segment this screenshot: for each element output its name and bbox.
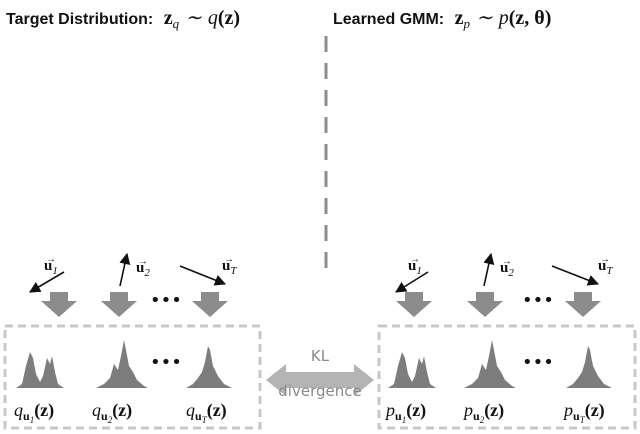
down-arrow-left-1 (41, 292, 77, 317)
right-histograms (388, 340, 612, 388)
direction-label-2: u2 (136, 260, 150, 279)
left-ellipsis-top: ••• (150, 290, 182, 311)
marginal-label-left-1: qu1(z) (14, 400, 54, 425)
direction-arrow-T (179, 265, 227, 286)
histogram-left-T (186, 346, 232, 388)
direction-arrow-2 (483, 252, 495, 287)
target-marginals-box (3, 324, 262, 430)
right-direction-labels: u1 → u2 → uT → (408, 254, 613, 279)
kl-double-arrow (266, 364, 374, 396)
vector-accent-T: → (600, 254, 610, 265)
marginal-label-left-T: quT(z) (186, 400, 227, 425)
right-ellipsis-top: ••• (522, 290, 554, 311)
vector-accent-T: → (224, 254, 234, 265)
direction-arrow-2 (119, 252, 131, 287)
direction-label-T: uT (222, 258, 237, 277)
vector-accent-1: → (410, 254, 420, 265)
direction-arrow-T (551, 265, 600, 286)
left-direction-arrows (29, 252, 227, 293)
learned-marginals-box (377, 324, 637, 430)
left-title: Target Distribution: zq∼q(z) (6, 7, 240, 31)
histogram-right-1 (388, 352, 436, 388)
learned-sample-cloud (358, 57, 618, 247)
direction-arrow-1 (29, 271, 65, 293)
kl-label: KL (311, 347, 330, 365)
vector-accent-1: → (46, 254, 56, 265)
target-sample-cloud (28, 57, 288, 247)
histogram-left-1 (16, 352, 64, 388)
histogram-left-2 (96, 340, 148, 388)
marginal-label-right-2: pu2(z) (462, 400, 504, 425)
vector-accent-2: → (138, 256, 148, 267)
down-arrow-right-1 (396, 292, 432, 317)
projection-arrows (41, 292, 601, 317)
down-arrow-left-T (192, 292, 228, 317)
direction-label-1: u1 (44, 258, 58, 277)
right-marginal-labels: pu1(z) pu2(z) puT(z) (384, 400, 605, 425)
left-histograms (16, 340, 232, 388)
down-arrow-right-2 (467, 292, 503, 317)
left-direction-labels: u1 → u2 → uT → (44, 254, 237, 279)
down-arrow-left-2 (101, 292, 137, 317)
right-title: Learned GMM: zp∼p(z, θ) (333, 7, 551, 31)
divergence-label: divergence (278, 382, 361, 400)
left-ellipsis-bottom: ••• (150, 352, 182, 373)
marginal-label-left-2: qu2(z) (92, 400, 132, 425)
direction-label-T: uT (598, 258, 613, 277)
right-ellipsis-bottom: ••• (522, 352, 554, 373)
histogram-right-2 (464, 340, 516, 388)
left-marginal-labels: qu1(z) qu2(z) quT(z) (14, 400, 227, 425)
marginal-label-right-1: pu1(z) (384, 400, 426, 425)
direction-label-2: u2 (500, 260, 514, 279)
direction-label-1: u1 (408, 258, 422, 277)
down-arrow-right-T (565, 292, 601, 317)
right-direction-arrows (395, 252, 600, 293)
histogram-right-T (566, 346, 612, 388)
vector-accent-2: → (502, 256, 512, 267)
direction-arrow-1 (395, 271, 429, 293)
marginal-label-right-T: puT(z) (562, 400, 605, 425)
